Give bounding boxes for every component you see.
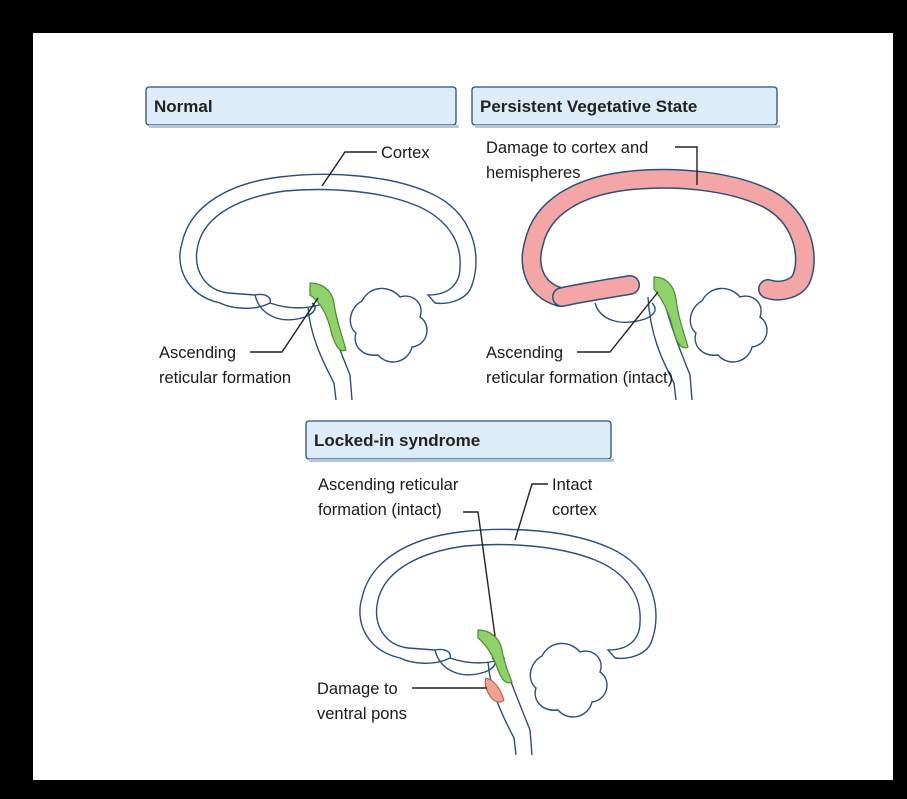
pvs-reticular-formation — [654, 277, 688, 348]
normal-cortex-leader — [322, 152, 377, 186]
locked-in-title-shadow — [309, 459, 614, 462]
normal-cortex-label: Cortex — [381, 144, 430, 162]
locked-in-arf-label-2: formation (intact) — [318, 501, 442, 519]
pvs-damaged-cortex — [532, 179, 805, 297]
locked-in-cortex-label-2: cortex — [552, 501, 598, 519]
panel-locked-in: Locked-in syndrome Ascending reticular f… — [306, 421, 656, 755]
normal-title-shadow — [149, 125, 459, 128]
pvs-title: Persistent Vegetative State — [480, 97, 697, 116]
pvs-damage-label-1: Damage to cortex and — [486, 139, 648, 157]
locked-in-cortex-label-1: Intact — [552, 476, 593, 494]
locked-in-title: Locked-in syndrome — [314, 431, 480, 450]
normal-arf-label-1: Ascending — [159, 344, 236, 362]
normal-arf-label-2: reticular formation — [159, 369, 291, 387]
normal-brain — [180, 174, 476, 400]
normal-title: Normal — [154, 97, 213, 116]
pvs-damage-label-2: hemispheres — [486, 164, 580, 182]
pvs-arf-label-1: Ascending — [486, 344, 563, 362]
panel-normal: Normal Cortex Ascending reticular format… — [146, 87, 476, 400]
panel-pvs: Persistent Vegetative State Damage to co… — [472, 87, 805, 400]
pvs-arf-label-2: reticular formation (intact) — [486, 369, 673, 387]
locked-in-damaged-pons — [485, 678, 504, 702]
locked-in-reticular-formation — [478, 630, 512, 683]
locked-in-pons-label-2: ventral pons — [317, 705, 407, 723]
locked-in-arf-label-1: Ascending reticular — [318, 476, 459, 494]
pvs-title-shadow — [475, 125, 780, 128]
pvs-brain — [532, 179, 805, 400]
locked-in-pons-label-1: Damage to — [317, 680, 398, 698]
